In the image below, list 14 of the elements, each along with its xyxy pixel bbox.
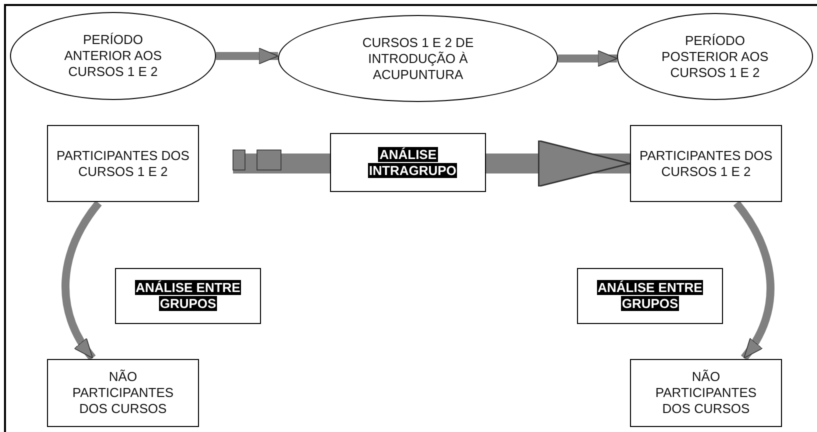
arrow xyxy=(558,50,618,67)
edge-label: ANÁLISE ENTRE GRUPOS xyxy=(115,268,261,324)
period-ellipse: CURSOS 1 E 2 DE INTRODUÇÃO À ACUPUNTURA xyxy=(278,15,558,102)
period-ellipse: PERÍODO POSTERIOR AOS CURSOS 1 E 2 xyxy=(617,13,813,100)
group-box: NÃO PARTICIPANTES DOS CURSOS xyxy=(47,359,199,427)
edge-label: ANÁLISE ENTRE GRUPOS xyxy=(577,268,723,324)
arrow xyxy=(733,200,774,360)
arrow xyxy=(216,48,278,64)
group-box: NÃO PARTICIPANTES DOS CURSOS xyxy=(630,359,782,427)
arrow xyxy=(62,200,102,360)
group-box: PARTICIPANTES DOS CURSOS 1 E 2 xyxy=(47,125,199,202)
edge-label: ANÁLISE INTRAGRUPO xyxy=(330,133,486,192)
period-ellipse: PERÍODO ANTERIOR AOS CURSOS 1 E 2 xyxy=(10,12,216,100)
group-box: PARTICIPANTES DOS CURSOS 1 E 2 xyxy=(630,125,782,202)
